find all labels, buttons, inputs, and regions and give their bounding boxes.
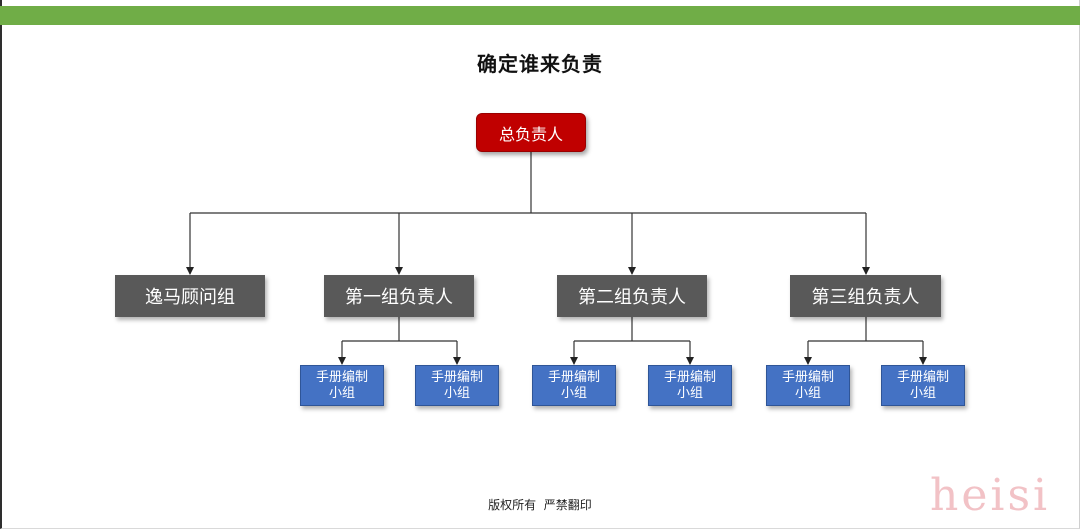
- leaf-label-line1: 手册编制: [430, 369, 483, 385]
- node-group-1-lead: 第一组负责人: [324, 275, 474, 317]
- leaf-label-line2: 小组: [676, 385, 703, 401]
- leaf-label-line2: 小组: [328, 385, 355, 401]
- leaf-label-line2: 小组: [909, 385, 936, 401]
- leaf-group1-a: 手册编制小组: [300, 365, 384, 406]
- root-node: 总负责人: [476, 113, 586, 152]
- leaf-label-line2: 小组: [443, 385, 470, 401]
- watermark: heisi: [930, 470, 1051, 521]
- copyright-footer: 版权所有 严禁翻印: [488, 498, 592, 512]
- leaf-group3-b: 手册编制小组: [881, 365, 965, 406]
- leaf-label-line2: 小组: [560, 385, 587, 401]
- leaf-label-line1: 手册编制: [663, 369, 716, 385]
- leaf-group2-a: 手册编制小组: [532, 365, 616, 406]
- leaf-group2-b: 手册编制小组: [648, 365, 732, 406]
- leaf-group3-a: 手册编制小组: [766, 365, 850, 406]
- leaf-group1-b: 手册编制小组: [415, 365, 499, 406]
- node-group-3-lead: 第三组负责人: [790, 275, 941, 317]
- leaf-label-line1: 手册编制: [547, 369, 600, 385]
- leaf-label-line1: 手册编制: [315, 369, 368, 385]
- slide-title: 确定谁来负责: [477, 52, 603, 76]
- leaf-label-line1: 手册编制: [781, 369, 834, 385]
- top-accent-bar: [0, 6, 1080, 25]
- leaf-label-line1: 手册编制: [896, 369, 949, 385]
- node-advisor-group: 逸马顾问组: [115, 275, 265, 317]
- leaf-label-line2: 小组: [794, 385, 821, 401]
- node-group-2-lead: 第二组负责人: [557, 275, 707, 317]
